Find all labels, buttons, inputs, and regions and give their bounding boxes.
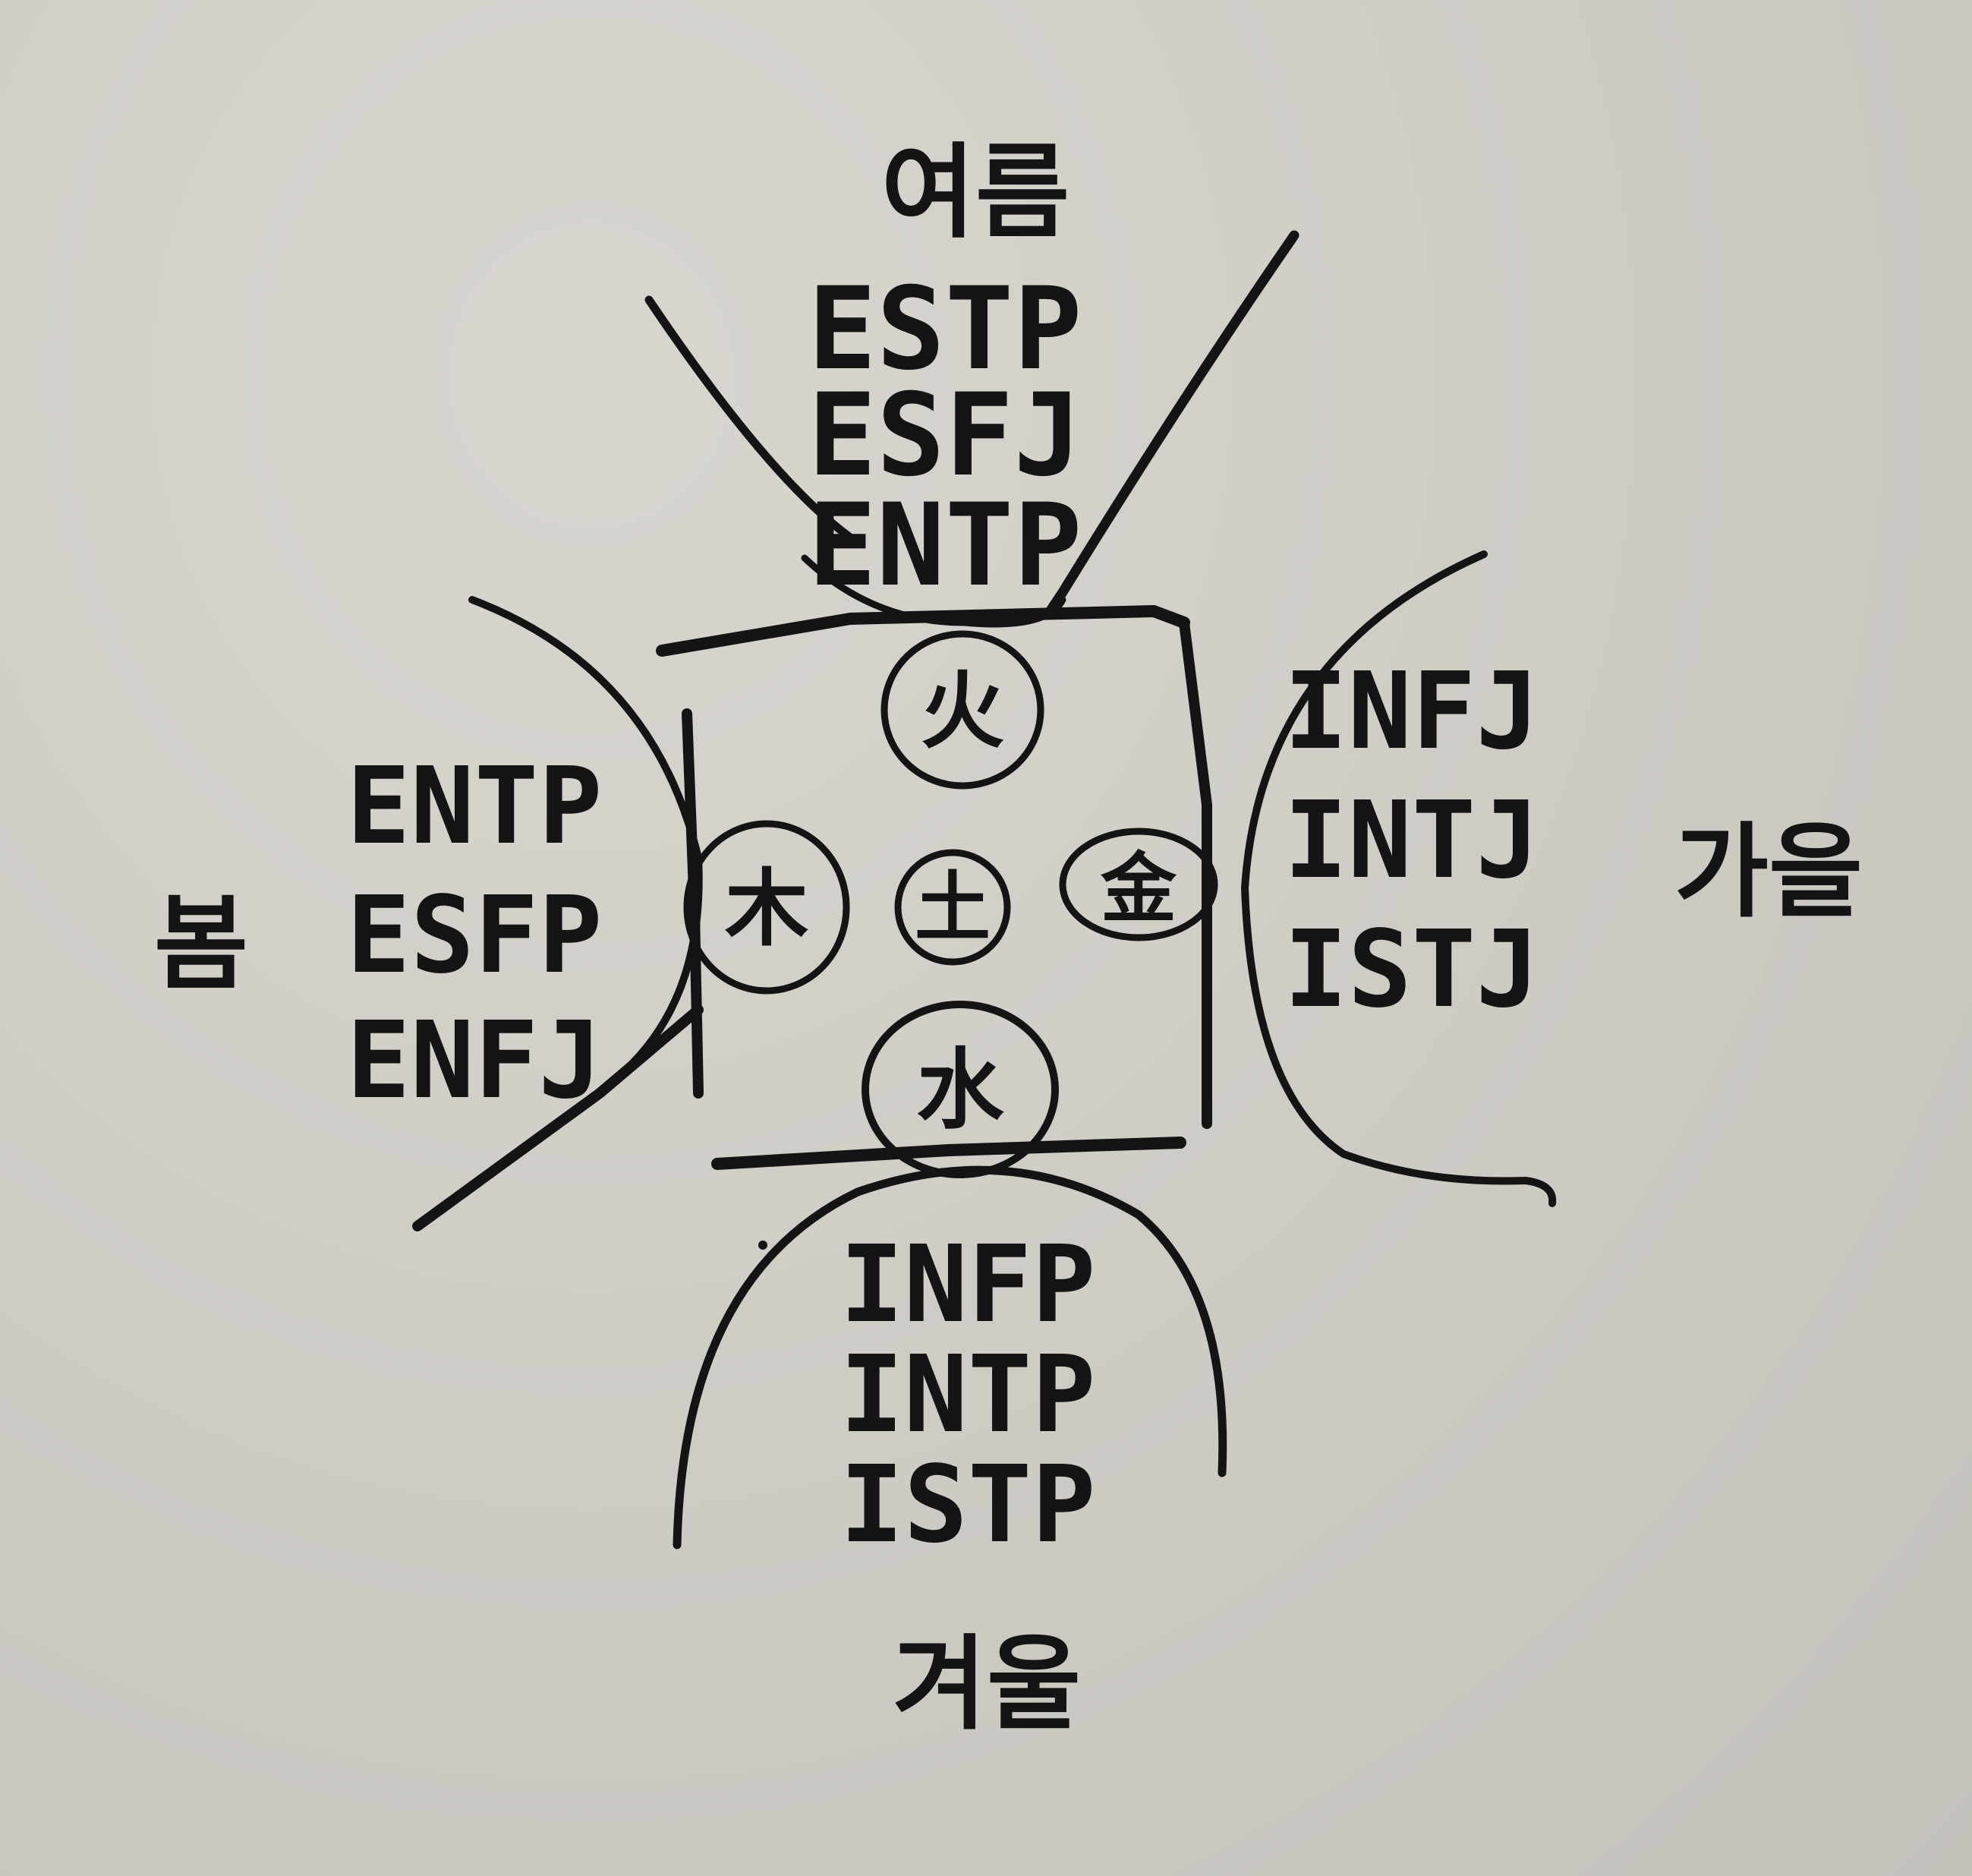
element-bottom-glyph: 水 (916, 1039, 1004, 1141)
element-left-glyph: 木 (725, 860, 808, 957)
bottom-group: INFP INTP ISTP 겨울 (840, 1223, 1095, 1744)
right-group: INFJ INTJ ISTJ 가을 (1284, 650, 1863, 1032)
right-type-2: INTJ (1284, 779, 1539, 903)
bottom-type-2: INTP (840, 1333, 1095, 1457)
bottom-type-1: INFP (840, 1223, 1095, 1347)
left-type-2: ESFP (346, 874, 602, 998)
element-circle-right: 金 (1059, 828, 1218, 941)
left-group: 봄 ENTP ESFP ENFJ (154, 745, 603, 1123)
bottom-season-label: 겨울 (893, 1625, 1081, 1744)
element-circle-top: 火 (880, 630, 1044, 790)
element-right-glyph: 金 (1100, 844, 1177, 933)
bottom-zone-lines (673, 1165, 1227, 1550)
element-circle-center: 土 (894, 849, 1011, 966)
top-zone-lines (644, 230, 1299, 628)
left-type-3: ENFJ (346, 999, 602, 1123)
right-type-1: INFJ (1284, 650, 1539, 774)
top-type-2: ESFJ (808, 370, 1082, 502)
bottom-type-3: ISTP (840, 1443, 1095, 1567)
right-zone-lines (1241, 550, 1557, 1207)
element-circle-bottom: 水 (862, 1001, 1059, 1178)
left-type-1: ENTP (346, 745, 602, 869)
top-type-3: ENTP (808, 480, 1082, 612)
top-season-label: 여름 (881, 133, 1069, 252)
top-type-1: ESTP (808, 263, 1082, 396)
element-circle-left: 木 (683, 820, 850, 995)
center-square (656, 605, 1212, 1170)
element-top-glyph: 火 (921, 663, 1004, 760)
right-type-3: ISTJ (1284, 908, 1539, 1032)
right-season-label: 가을 (1674, 812, 1863, 932)
left-zone-lines (412, 596, 704, 1231)
left-season-label: 봄 (154, 884, 248, 1004)
top-group: 여름 ESTP ESFJ ENTP (808, 133, 1082, 612)
element-center-glyph: 土 (915, 863, 991, 952)
